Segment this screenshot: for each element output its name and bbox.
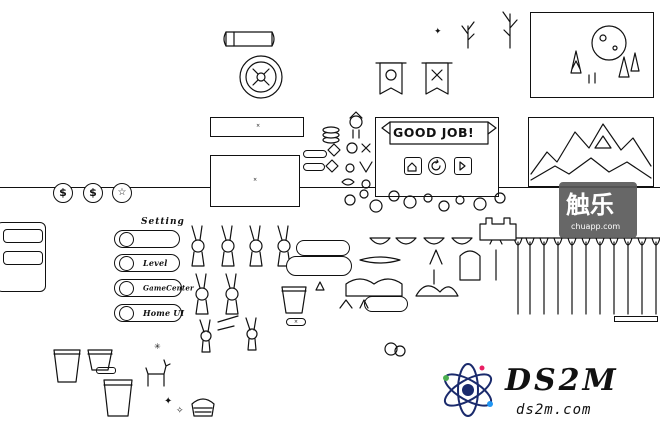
- setting-title: Setting: [141, 217, 185, 227]
- dollar-coin-icon: $: [89, 186, 97, 199]
- castle-icon: [479, 217, 517, 241]
- star-icon: ✦: [164, 396, 173, 407]
- gamecenter-icon: [119, 280, 134, 296]
- sparkle-icon: ✦: [434, 27, 442, 37]
- bubbles-icon: [384, 342, 406, 357]
- character-sprites: [191, 225, 291, 353]
- next-icon: [459, 161, 466, 171]
- guide-line: [0, 187, 660, 188]
- text-frame: ×: [210, 117, 304, 137]
- menu-item-label: Home UI: [143, 308, 185, 318]
- result-restart-button[interactable]: [428, 157, 446, 175]
- jar-icon: [103, 379, 133, 417]
- small-tag: [96, 367, 116, 374]
- chuapp-url: chuapp.com: [571, 222, 621, 231]
- ground-strip: [614, 316, 658, 322]
- coin-button[interactable]: $: [53, 183, 73, 203]
- small-pill[interactable]: [303, 150, 327, 158]
- speech-bubble: [286, 256, 352, 276]
- menu-item-sound[interactable]: [114, 230, 180, 248]
- twig-icon: [502, 11, 518, 49]
- forest-strip: [511, 237, 660, 315]
- medallion-icon: [239, 55, 283, 99]
- coin-button[interactable]: ☆: [112, 183, 132, 203]
- home-icon: [407, 162, 417, 172]
- star-icon: ✧: [176, 406, 184, 416]
- flag-banner-icon: [375, 62, 407, 95]
- result-title: GOOD JOB!: [393, 125, 475, 140]
- ds2m-logo: DS2M: [505, 363, 619, 398]
- menu-item-label: GameCenter: [143, 283, 194, 293]
- jar-icon: [87, 349, 113, 371]
- ds2m-atom-logo: [443, 363, 493, 417]
- dialog-frame: ×: [210, 155, 300, 207]
- result-next-button[interactable]: [454, 157, 472, 175]
- dollar-coin-icon: $: [59, 186, 67, 199]
- coin-button[interactable]: $: [83, 183, 103, 203]
- star-coin-icon: ☆: [117, 187, 127, 198]
- pot-icon: [281, 286, 307, 314]
- mountain-scene-panel: [528, 117, 654, 187]
- grid-icon: [119, 255, 134, 271]
- ds2m-url: ds2m.com: [516, 402, 592, 418]
- left-frame: [0, 222, 46, 292]
- scroll-ribbon: [223, 31, 275, 47]
- jar-icon: [53, 349, 81, 383]
- speech-bubble: [296, 240, 350, 256]
- close-tag[interactable]: ×: [286, 318, 306, 326]
- menu-item-level[interactable]: Level: [114, 254, 180, 272]
- twig-icon: [461, 21, 475, 49]
- chuapp-logo: 触乐: [566, 191, 614, 219]
- menu-item-home[interactable]: Home UI: [114, 304, 185, 322]
- character-head-icon: [349, 111, 363, 139]
- flag-banner-icon: [421, 62, 453, 95]
- prop-cluster: [339, 189, 506, 309]
- restart-icon: [431, 159, 441, 171]
- small-pill[interactable]: [303, 163, 325, 171]
- chuapp-watermark-box: [559, 182, 637, 238]
- triangle-icon: [315, 281, 325, 291]
- speaker-icon: [119, 231, 134, 247]
- moon-scene-panel: [530, 12, 654, 98]
- grass-mound: [364, 296, 408, 312]
- basket-icon: [191, 398, 215, 417]
- icon-cluster: [325, 142, 373, 189]
- snowflake-icon: ✳: [154, 342, 161, 351]
- coin-stack-icon: [322, 126, 340, 144]
- result-home-button[interactable]: [404, 157, 422, 175]
- bag-icon: [119, 305, 134, 321]
- menu-item-gamecenter[interactable]: GameCenter: [114, 279, 194, 297]
- menu-item-label: Level: [143, 258, 168, 268]
- deer-icon: [145, 359, 171, 387]
- ribbon-banner: [381, 121, 497, 145]
